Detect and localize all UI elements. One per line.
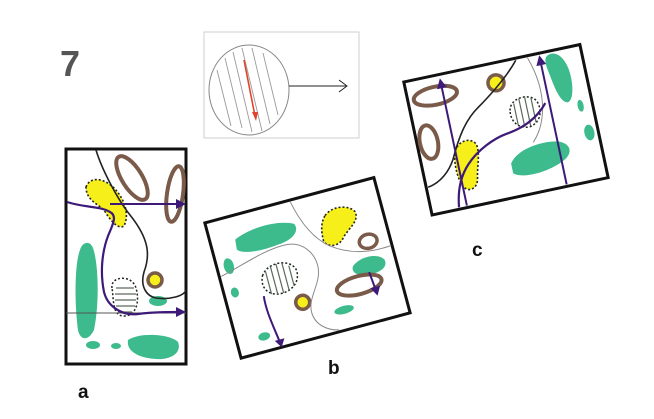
map-a-green-patch-large <box>75 242 98 339</box>
map-c-route <box>457 102 547 208</box>
map-b-contour <box>221 243 340 331</box>
figure-number: 7 <box>60 43 80 84</box>
map-b-green-dot <box>230 287 239 298</box>
map-b-knoll <box>334 272 384 298</box>
map-c-knoll <box>417 123 441 161</box>
map-a-green-dot <box>111 343 121 349</box>
map-a-open-area <box>85 178 128 228</box>
map-b-arrowhead <box>370 285 381 296</box>
map-b-green-patch <box>352 256 386 275</box>
map-c-green-patch <box>511 141 570 176</box>
map-c-knoll <box>411 83 459 108</box>
map-c <box>402 42 610 217</box>
map-c-green-patch <box>545 53 573 103</box>
compass-meridian-lines <box>216 47 279 133</box>
map-c-green-dot <box>584 124 595 141</box>
map-a-contour <box>95 149 187 300</box>
map-a-knoll <box>114 154 150 202</box>
map-a-knoll <box>164 164 186 224</box>
map-c-arrowhead <box>536 55 547 67</box>
map-a-green-dot <box>86 341 100 349</box>
compass-inset <box>203 31 360 139</box>
map-a-boulder <box>146 271 164 289</box>
map-a-arrowhead <box>176 199 186 209</box>
label-b: b <box>328 358 340 379</box>
map-c-green-dot <box>577 99 584 112</box>
label-c: c <box>472 240 483 261</box>
compass-housing <box>208 44 290 136</box>
map-b-green-patch <box>235 222 297 252</box>
map-b-marsh <box>261 262 299 295</box>
map-b-green-dot <box>223 258 235 274</box>
map-b-contour <box>289 201 392 253</box>
map-a-green-patch-bottom <box>127 334 179 360</box>
map-b-knoll <box>357 232 379 251</box>
map-b-frame <box>203 175 412 360</box>
map-b-green-dot <box>334 305 354 315</box>
map-b-green-dot <box>258 332 271 341</box>
compass-needle-tip <box>252 112 258 121</box>
compass-needle <box>243 59 256 117</box>
map-c-bearing-line <box>538 57 568 185</box>
map-c-arrowhead <box>437 78 447 90</box>
map-b <box>203 175 412 360</box>
label-a: a <box>78 382 89 403</box>
direction-arrowhead <box>338 79 348 93</box>
map-b-boulder <box>293 293 312 312</box>
map-c-boulder <box>486 73 506 93</box>
map-c-contour <box>427 59 517 188</box>
map-a-route <box>66 200 181 316</box>
map-c-bearing-line <box>439 82 468 206</box>
map-a <box>64 147 188 366</box>
map-a-marsh <box>111 277 139 317</box>
map-c-contour <box>527 57 544 143</box>
map-b-arrowhead <box>274 338 285 348</box>
map-a-arrowhead <box>176 307 186 317</box>
map-b-open-area <box>320 206 357 247</box>
